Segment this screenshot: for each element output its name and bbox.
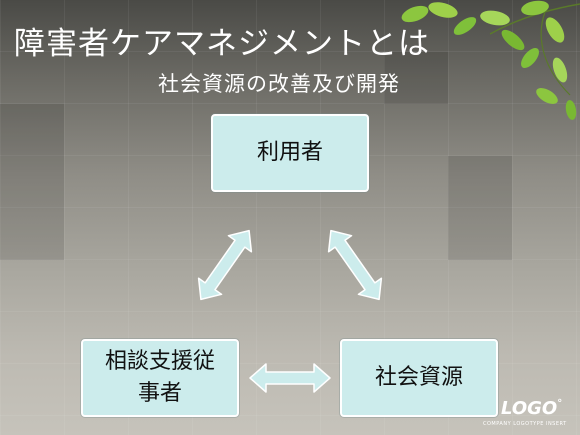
logo: LOGO° [501, 398, 562, 419]
double-arrow-icon [197, 229, 253, 301]
double-arrow-icon [249, 363, 331, 393]
node-support-staff-label: 相談支援従 事者 [104, 349, 215, 406]
node-support-staff: 相談支援従 事者 [81, 339, 239, 417]
node-user-label: 利用者 [256, 140, 323, 165]
background-tile [448, 156, 512, 260]
logo-mark: ° [557, 398, 563, 409]
slide-title: 障害者ケアマネジメントとは [14, 26, 430, 62]
background-tile [384, 52, 448, 104]
double-arrow-icon [327, 229, 383, 301]
node-social-resource-label: 社会資源 [374, 365, 463, 390]
node-user: 利用者 [211, 114, 369, 192]
logo-text: LOGO [501, 398, 558, 419]
logo-tagline: COMPANY LOGOTYPE INSERT [483, 421, 567, 427]
node-social-resource: 社会資源 [340, 339, 498, 417]
slide-subtitle: 社会資源の改善及び開発 [158, 72, 400, 96]
background-tile [0, 104, 64, 260]
leaves-decoration [401, 0, 580, 120]
